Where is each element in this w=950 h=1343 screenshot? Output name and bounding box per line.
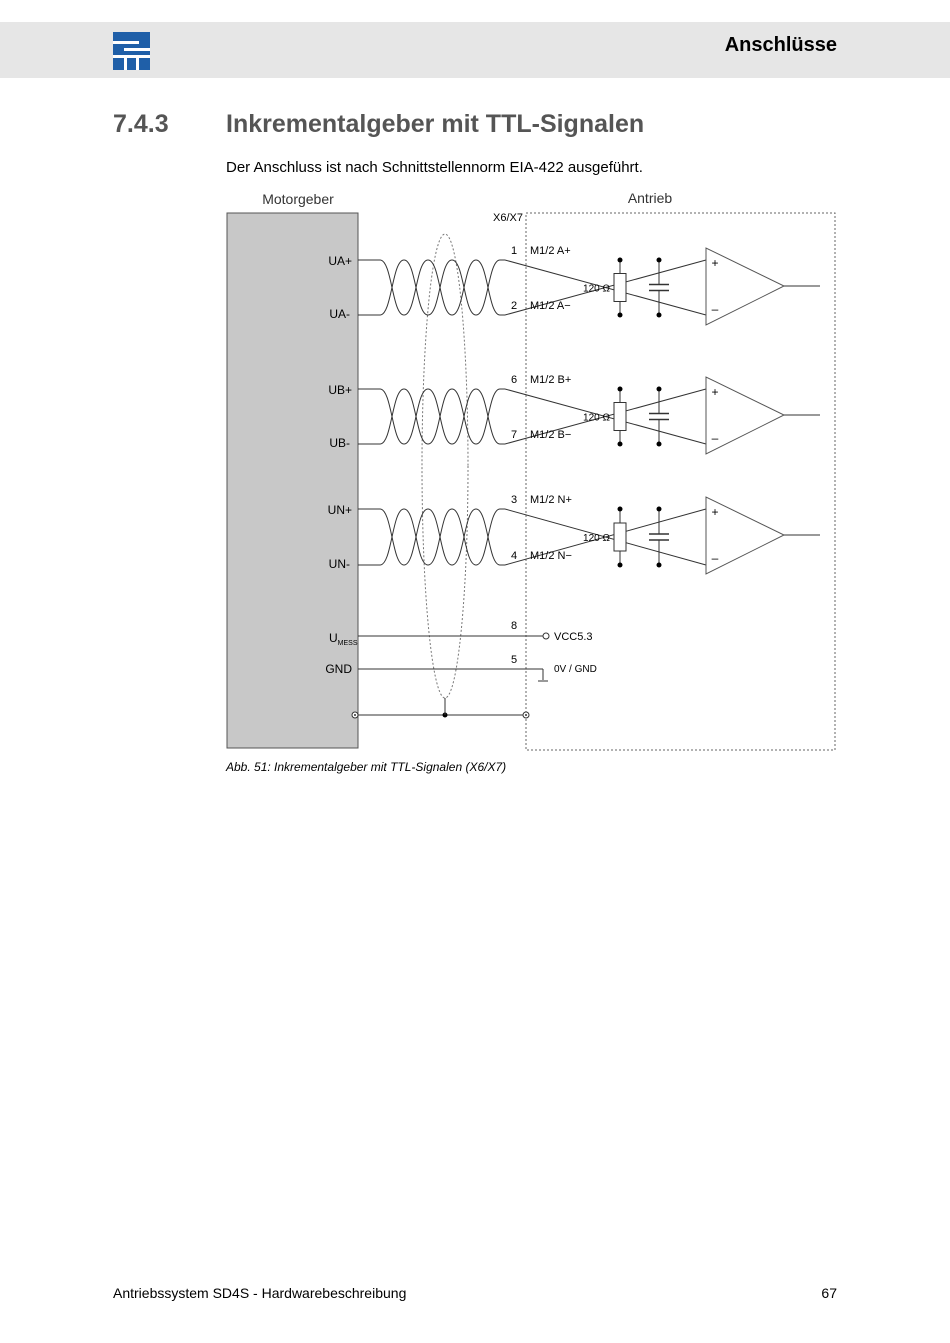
header-title: Anschlüsse: [724, 34, 837, 56]
resistor-icon: [613, 402, 627, 431]
twisted-wire-neg: [358, 508, 505, 566]
pin-number-neg: 2: [511, 300, 517, 312]
pin-number-neg: 7: [511, 429, 517, 441]
vcc-label: VCC5.3: [554, 631, 593, 643]
junction-dot: [617, 312, 623, 318]
cable-shield: [421, 233, 469, 699]
junction-dot: [656, 257, 662, 263]
figure-caption: Abb. 51: Inkrementalgeber mit TTL-Signal…: [226, 760, 507, 774]
gnd-pin: 5: [511, 654, 517, 666]
pin-number-pos: 1: [511, 245, 517, 257]
encoder-block: [226, 212, 359, 749]
signal-label-neg: UN-: [329, 557, 350, 571]
section-title: Inkrementalgeber mit TTL-Signalen: [226, 110, 645, 138]
signal-label-pos: UB+: [328, 383, 352, 397]
opamp-plus: +: [711, 256, 718, 270]
junction-dot: [617, 386, 623, 392]
pin-number-neg: 4: [511, 550, 517, 562]
gnd-label: GND: [325, 662, 352, 676]
opamp-plus: +: [711, 505, 718, 519]
opamp-minus: –: [712, 302, 719, 316]
twisted-wire-neg: [358, 388, 505, 445]
antrieb-label: Antrieb: [628, 190, 673, 206]
junction-dot: [617, 441, 623, 447]
junction-dot: [656, 506, 662, 512]
wire-neg: [504, 388, 707, 445]
opamp-minus: –: [712, 431, 719, 445]
umess-label: UMESS: [329, 631, 358, 647]
junction-dot: [656, 441, 662, 447]
junction-dot: [656, 312, 662, 318]
drive-signal-pos: M1/2 N+: [530, 494, 572, 506]
pin-number-pos: 6: [511, 374, 517, 386]
footer-document-title: Antriebssystem SD4S - Hardwarebeschreibu…: [113, 1285, 407, 1301]
vcc-terminal: [542, 632, 550, 640]
drive-signal-neg: M1/2 A−: [530, 300, 571, 312]
header-band: [0, 22, 950, 78]
pin-number-pos: 3: [511, 494, 517, 506]
drive-signal-neg: M1/2 N−: [530, 550, 572, 562]
junction-dot: [617, 506, 623, 512]
junction-dot: [617, 257, 623, 263]
drive-signal-neg: M1/2 B−: [530, 429, 571, 441]
company-logo-icon: [113, 32, 150, 70]
signal-label-neg: UB-: [329, 436, 350, 450]
junction-dot: [617, 562, 623, 568]
comparator-icon: [705, 247, 786, 326]
wire-neg: [504, 508, 707, 566]
drive-signal-pos: M1/2 A+: [530, 245, 571, 257]
resistor-value: 120 Ω: [583, 533, 610, 544]
drive-signal-pos: M1/2 B+: [530, 374, 571, 386]
resistor-icon: [613, 273, 627, 302]
resistor-value: 120 Ω: [583, 413, 610, 424]
junction-dot: [656, 562, 662, 568]
opamp-plus: +: [711, 385, 718, 399]
comparator-icon: [705, 376, 786, 455]
resistor-value: 120 Ω: [583, 284, 610, 295]
signal-label-neg: UA-: [329, 307, 350, 321]
connector-label: X6/X7: [493, 212, 523, 224]
opamp-minus: –: [712, 551, 719, 565]
junction-dot: [656, 386, 662, 392]
intro-text: Der Anschluss ist nach Schnittstellennor…: [226, 159, 643, 176]
gnd-target-label: 0V / GND: [554, 664, 597, 675]
wire-neg: [504, 259, 707, 316]
drive-box: [525, 212, 836, 751]
umess-pin: 8: [511, 620, 517, 632]
motorgeber-label: Motorgeber: [262, 191, 334, 207]
resistor-icon: [613, 522, 627, 552]
footer-page-number: 67: [821, 1285, 837, 1301]
section-number: 7.4.3: [113, 110, 169, 138]
signal-label-pos: UA+: [328, 254, 352, 268]
twisted-wire-neg: [358, 259, 505, 316]
comparator-icon: [705, 496, 786, 575]
signal-label-pos: UN+: [328, 503, 352, 517]
